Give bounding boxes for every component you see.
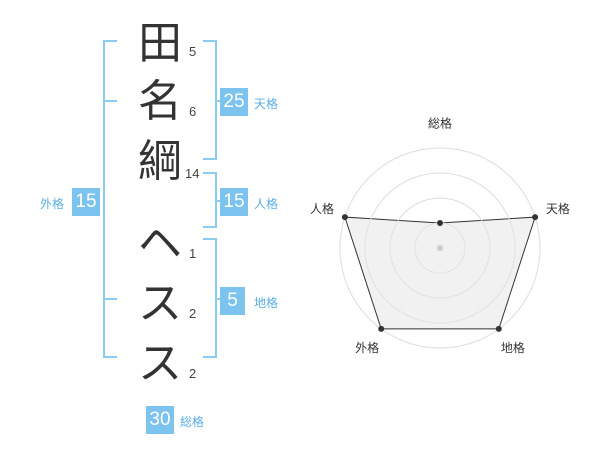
gaikaku-value: 15 <box>72 188 100 216</box>
tenkaku-value: 25 <box>220 88 248 116</box>
name-char-5: ス <box>138 278 182 329</box>
radar-point <box>532 214 539 221</box>
stroke-count-2: 6 <box>189 104 197 119</box>
gaikaku-label: 外格 <box>40 197 65 211</box>
stroke-count-3: 14 <box>185 166 200 181</box>
radar-axis-label: 天格 <box>546 201 570 216</box>
radar-axis-label: 地格 <box>501 340 525 355</box>
stroke-count-4: 1 <box>189 246 197 261</box>
radar-ring-overlay <box>339 147 541 349</box>
name-char-6: ス <box>138 338 182 389</box>
tenkaku-label: 天格 <box>254 97 279 111</box>
radar-axis-label: 外格 <box>355 340 379 355</box>
radar-point <box>495 325 502 332</box>
chikaku-label: 地格 <box>254 296 279 310</box>
stroke-count-5: 2 <box>189 306 197 321</box>
jinkaku-value: 15 <box>220 188 248 216</box>
jinkaku-label: 人格 <box>254 197 279 211</box>
radar-axis-label: 総格 <box>428 116 452 131</box>
tenkaku-connector <box>215 100 221 102</box>
radar-point <box>378 325 385 332</box>
jinkaku-connector <box>215 200 221 202</box>
radar-ring-overlay <box>389 197 491 299</box>
name-char-3: 綱 <box>138 136 182 187</box>
chikaku-connector <box>215 298 221 300</box>
radar-point <box>341 214 348 221</box>
name-char-4: ヘ <box>138 218 182 269</box>
stroke-count-1: 5 <box>189 44 197 59</box>
radar-point <box>437 220 443 226</box>
name-char-1: 田 <box>138 18 182 69</box>
stroke-count-6: 2 <box>189 366 197 381</box>
radar-ring-overlay <box>364 172 516 324</box>
radar-center <box>437 245 443 251</box>
soukaku-value: 30 <box>146 406 174 434</box>
chikaku-value: 5 <box>220 287 245 315</box>
soukaku-label: 総格 <box>180 415 205 429</box>
radar-axis-label: 人格 <box>310 201 334 216</box>
name-char-2: 名 <box>138 76 182 127</box>
